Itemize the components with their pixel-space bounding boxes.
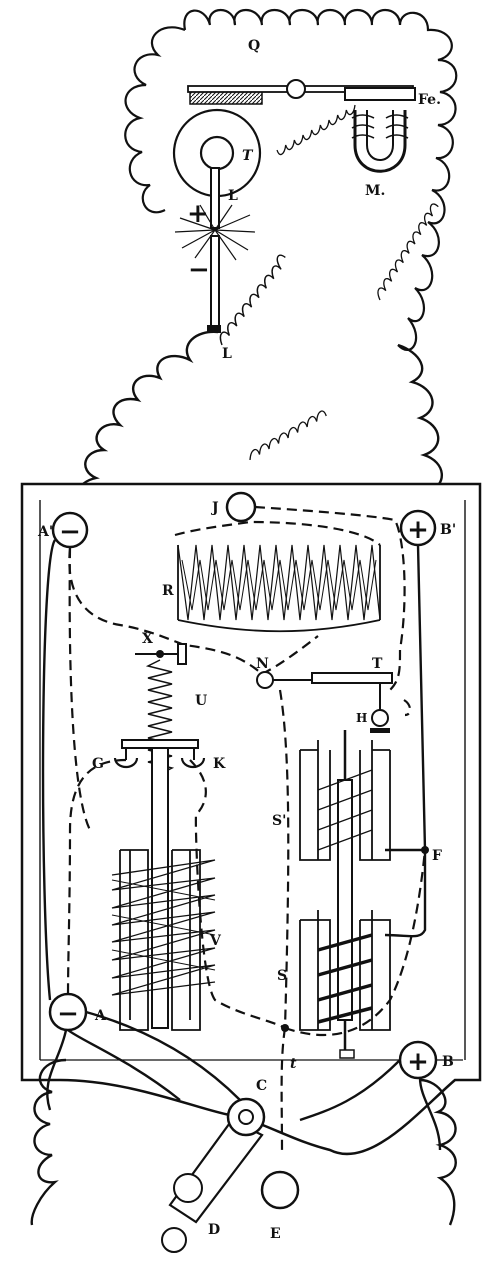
pivot-n[interactable] xyxy=(256,671,274,689)
wire-coil-2 xyxy=(276,104,356,156)
switch-x[interactable] xyxy=(135,643,187,665)
label-minus-lamp: − xyxy=(188,255,210,285)
label-v: V xyxy=(209,933,222,949)
pivot-q xyxy=(286,79,306,99)
arc-spark-icon xyxy=(174,204,256,261)
label-h: H xyxy=(356,711,367,725)
label-c: C xyxy=(256,1078,267,1094)
resistance-r xyxy=(177,544,381,633)
label-g: G xyxy=(92,756,104,772)
armature-fe xyxy=(344,87,416,101)
label-t-lever: T xyxy=(372,656,383,672)
label-b: B xyxy=(442,1054,454,1070)
label-j: J xyxy=(210,500,219,516)
label-s-prime: S' xyxy=(272,813,286,829)
label-a-prime: A' xyxy=(37,524,53,540)
label-k: K xyxy=(213,756,226,772)
solenoid-s xyxy=(299,910,391,1031)
terminal-e[interactable] xyxy=(260,1170,300,1210)
label-t-wheel: T xyxy=(242,148,254,164)
wire-coil-4 xyxy=(249,410,327,461)
solenoid-v xyxy=(111,747,216,1031)
label-m: M. xyxy=(365,183,385,199)
commutator-cd[interactable] xyxy=(161,1097,266,1253)
label-q: Q xyxy=(248,38,260,54)
solenoids-s xyxy=(299,730,391,1059)
label-f: F xyxy=(432,848,442,864)
solenoid-s-prime xyxy=(299,740,391,861)
dashed-circuit xyxy=(66,505,427,1151)
wire-coil-1 xyxy=(219,254,286,346)
terminal-b[interactable]: + xyxy=(398,1040,438,1080)
cup-g xyxy=(113,757,139,769)
carbon-rod-upper xyxy=(210,167,220,229)
lever-t xyxy=(256,671,393,733)
electromagnet-m xyxy=(351,110,409,173)
label-l-lower: L xyxy=(222,346,232,362)
cup-h xyxy=(371,709,389,727)
solid-circuit xyxy=(41,539,442,1151)
terminal-b-symbol: + xyxy=(407,1047,429,1077)
label-b-prime: B' xyxy=(440,522,456,538)
wire-coil-3 xyxy=(377,203,439,301)
label-d: D xyxy=(208,1222,220,1238)
label-t-junction: t xyxy=(290,1056,297,1072)
terminal-b-prime-symbol: + xyxy=(407,515,429,545)
terminal-a-prime-symbol: − xyxy=(59,517,81,547)
terminal-j[interactable] xyxy=(225,491,257,523)
terminal-a[interactable]: − xyxy=(48,992,88,1032)
junction-t xyxy=(281,1024,289,1032)
lamp-frame-coil xyxy=(183,9,458,352)
wire-coil-bottom-right xyxy=(419,1078,457,1226)
label-e: E xyxy=(270,1226,281,1242)
label-l-upper: L xyxy=(228,188,238,204)
carbon-rod-lower xyxy=(210,235,220,329)
label-u: U xyxy=(195,693,207,709)
lamp-mechanism xyxy=(69,9,458,531)
lamp-frame-coil-left xyxy=(124,26,186,214)
label-s: S xyxy=(277,968,287,984)
label-plus-lamp: + xyxy=(187,199,209,229)
cup-k xyxy=(180,757,206,769)
label-x: X xyxy=(142,631,153,647)
label-n: N xyxy=(256,656,269,672)
terminal-b-prime[interactable]: + xyxy=(399,509,437,547)
terminal-a-symbol: − xyxy=(57,999,79,1029)
wire-coil-bottom-left xyxy=(30,1058,67,1226)
label-a: A xyxy=(94,1008,107,1024)
junction-f xyxy=(421,846,429,854)
label-fe: Fe. xyxy=(418,92,441,108)
label-r: R xyxy=(162,583,174,599)
terminal-a-prime[interactable]: − xyxy=(51,511,89,549)
